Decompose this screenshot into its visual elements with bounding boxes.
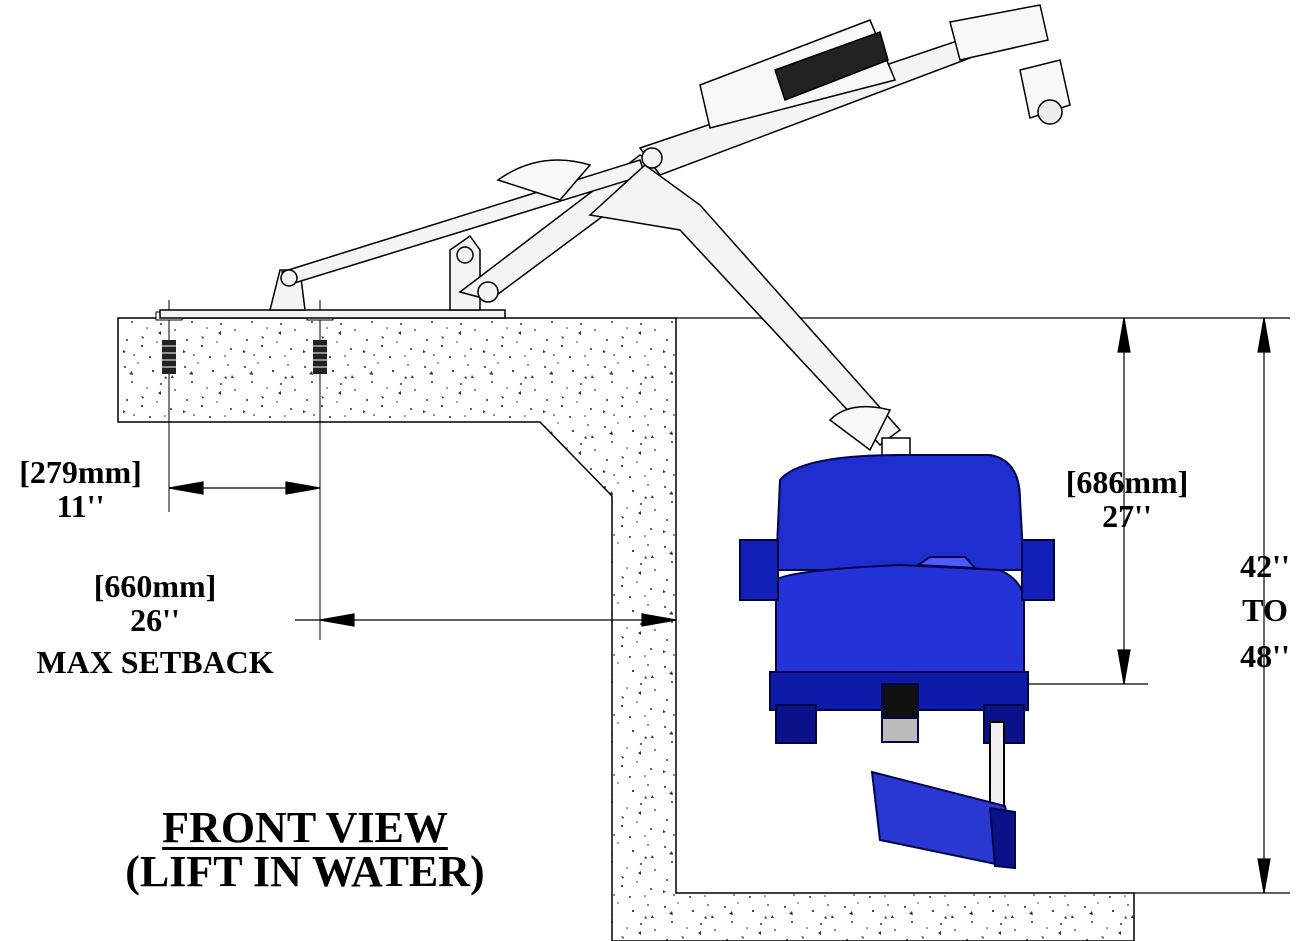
seat-side-left xyxy=(739,539,779,601)
seat-depth-imperial: 27'' xyxy=(1102,498,1152,534)
water-depth-to: 48'' xyxy=(1240,638,1290,674)
anchor-spacing-metric: [279mm] xyxy=(19,454,142,490)
lift-seat xyxy=(739,454,1055,870)
setback-imperial: 26'' xyxy=(130,602,180,638)
actuator-housing xyxy=(496,4,1071,459)
dimension-lines xyxy=(168,317,1271,894)
anchor-spacing-imperial: 11'' xyxy=(56,488,105,524)
water-depth-connector: TO xyxy=(1242,592,1288,628)
seat-depth-metric: [686mm] xyxy=(1065,464,1189,500)
water-depth-from: 42'' xyxy=(1240,548,1290,584)
seat-back xyxy=(774,454,1026,571)
view-title: FRONT VIEW xyxy=(162,803,448,852)
pool-deck-concrete xyxy=(117,317,1135,941)
footrest-post xyxy=(989,721,1005,813)
view-subtitle: (LIFT IN WATER) xyxy=(125,847,485,896)
setback-metric: [660mm] xyxy=(93,568,217,604)
seat-side-right xyxy=(1021,539,1055,601)
seat-cushion xyxy=(775,563,1025,677)
setback-note: MAX SETBACK xyxy=(36,644,274,680)
